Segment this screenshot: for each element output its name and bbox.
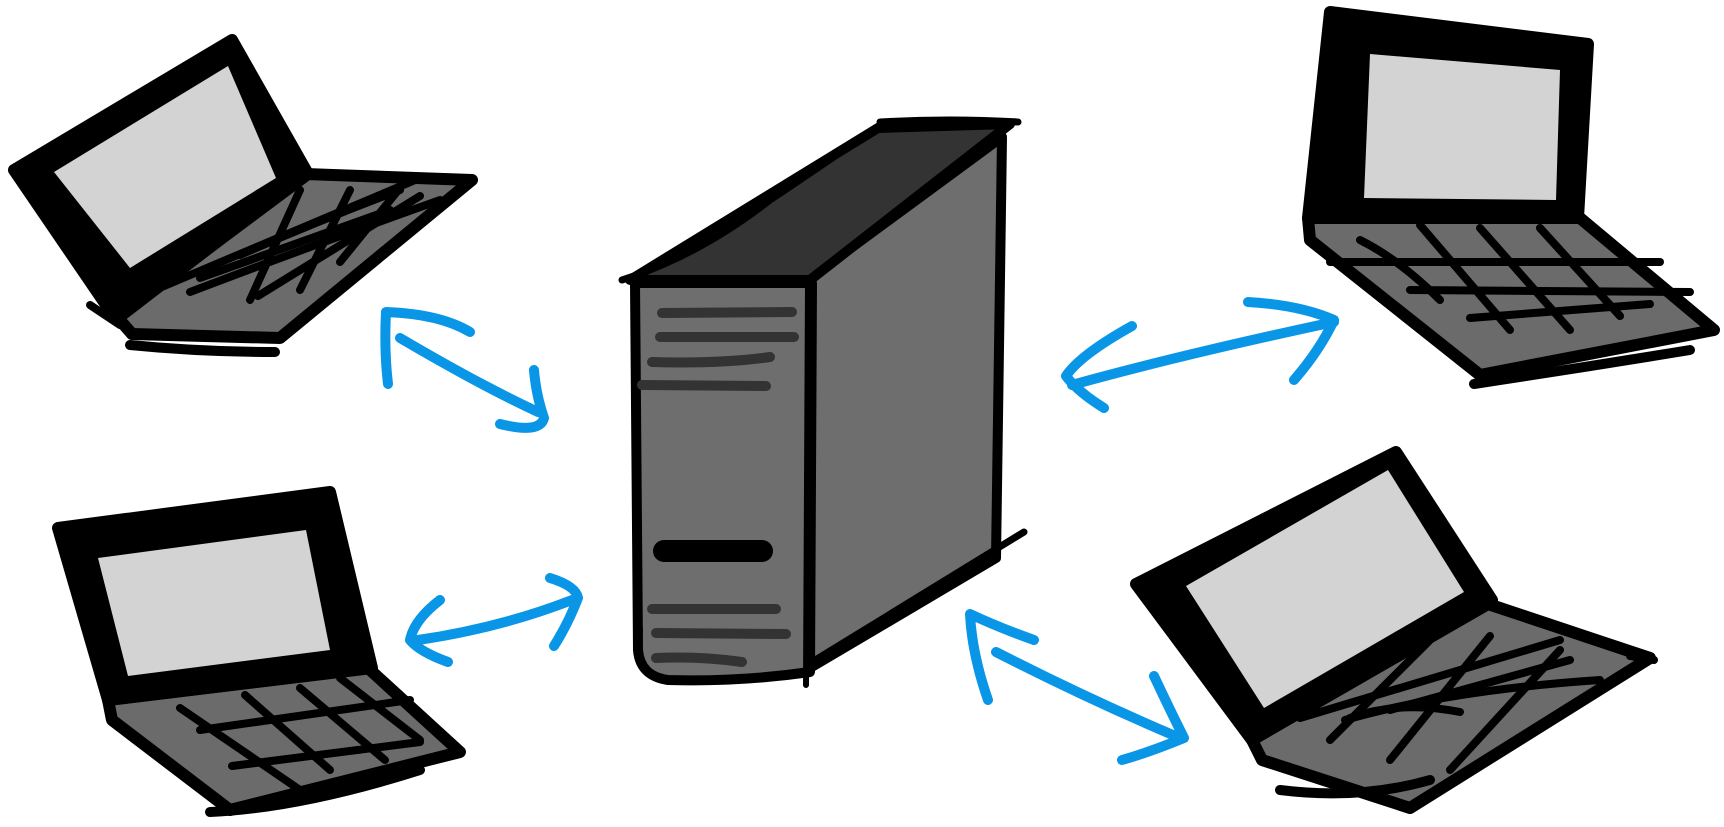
laptop-screen	[98, 530, 330, 676]
laptop-screen	[1186, 470, 1464, 708]
server-tower-icon	[618, 116, 1028, 688]
bidirectional-arrow-bottom-right	[965, 609, 1189, 765]
arrow-head-server-side	[495, 365, 549, 433]
bidirectional-arrow-top-right	[1061, 297, 1339, 413]
arrow-head-server-side	[545, 573, 583, 651]
arrow-head-laptop-side	[1117, 671, 1189, 765]
arrow-shaft	[395, 333, 543, 417]
arrow-shaft	[991, 647, 1185, 743]
laptop-screen	[1364, 54, 1560, 200]
server-slot	[647, 352, 775, 368]
bidirectional-arrow-top-left	[380, 307, 549, 433]
laptop-top-left	[8, 34, 478, 357]
server-slot	[637, 380, 771, 391]
laptop-bottom-right	[1130, 446, 1658, 814]
arrow-shaft	[413, 595, 577, 645]
arrow-head-laptop-side	[380, 307, 475, 389]
server-slot	[651, 652, 747, 667]
server-front-face	[630, 278, 817, 686]
bidirectional-arrow-bottom-left	[405, 573, 583, 667]
server-vent-slots	[637, 307, 799, 667]
arrow-head-laptop-side	[1243, 297, 1339, 385]
laptop-screen	[54, 66, 276, 268]
connection-arrows	[380, 297, 1339, 765]
laptop-top-right	[1302, 6, 1720, 389]
arrow-shaft	[1067, 317, 1339, 390]
arrow-head-server-side	[1061, 321, 1137, 413]
arrow-head-server-side	[965, 609, 1039, 705]
server-slot	[657, 307, 797, 318]
server-slot	[651, 628, 791, 639]
laptop-bottom-left	[52, 486, 466, 817]
arrow-head-laptop-side	[405, 595, 453, 667]
